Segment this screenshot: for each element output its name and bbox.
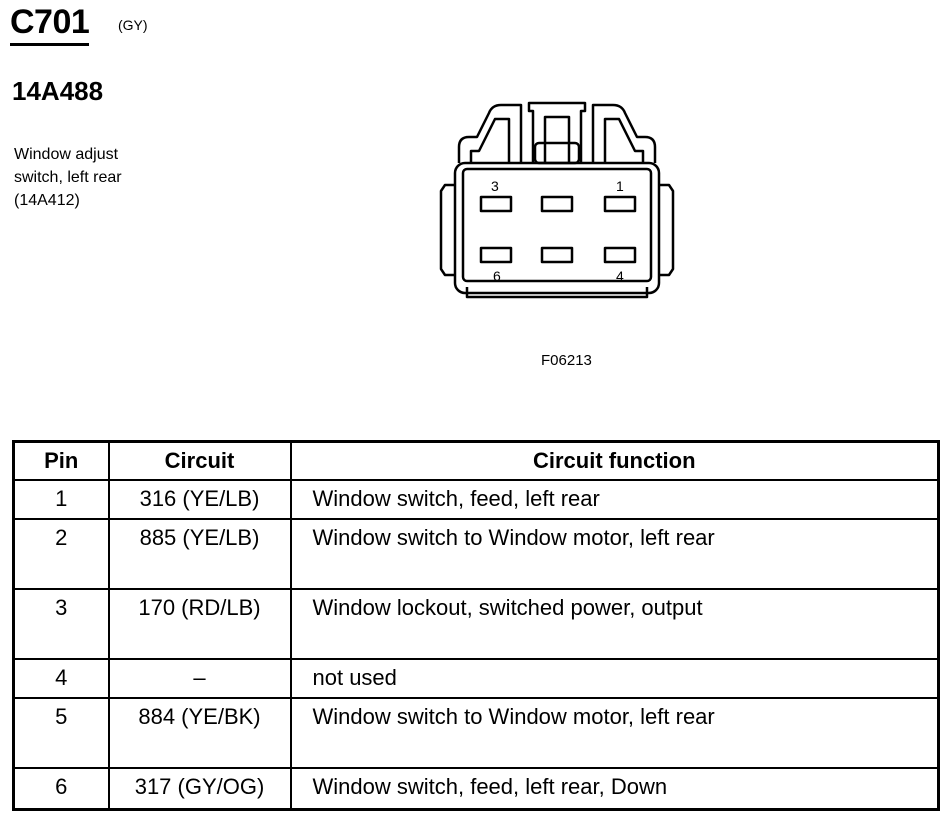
cell-pin: 1 <box>12 479 110 520</box>
center-lock <box>527 101 587 163</box>
description-line: (14A412) <box>14 192 80 209</box>
cell-circuit: 317 (GY/OG) <box>107 767 292 811</box>
cell-circuit: – <box>107 658 292 699</box>
part-number: 14A488 <box>12 76 104 106</box>
right-latch-inner <box>603 117 645 163</box>
cell-function: Window lockout, switched power, output <box>289 588 940 660</box>
center-lock-key <box>533 141 581 165</box>
cell-pin: 4 <box>12 658 110 699</box>
cell-circuit: 170 (RD/LB) <box>107 588 292 660</box>
pin-cavity-5 <box>540 246 574 264</box>
table-row: 2 885 (YE/LB) Window switch to Window mo… <box>12 518 940 590</box>
left-ear <box>439 183 455 277</box>
connector-color-code: (GY) <box>118 17 148 33</box>
center-lock-inner <box>543 115 571 163</box>
table-row: 1 316 (YE/LB) Window switch, feed, left … <box>12 479 940 520</box>
cell-circuit: 885 (YE/LB) <box>107 518 292 590</box>
cell-pin: 6 <box>12 767 110 811</box>
cell-function: Window switch to Window motor, left rear <box>289 697 940 769</box>
pin-label-4: 4 <box>616 268 624 284</box>
description-line: switch, left rear <box>14 169 122 186</box>
right-ear <box>659 183 675 277</box>
cell-circuit: 884 (YE/BK) <box>107 697 292 769</box>
cell-function: Window switch to Window motor, left rear <box>289 518 940 590</box>
cell-pin: 5 <box>12 697 110 769</box>
connector-body-inner <box>461 167 653 283</box>
table-row: 4 – not used <box>12 658 940 699</box>
left-latch-inner <box>469 117 511 163</box>
cell-function: Window switch, feed, left rear <box>289 479 940 520</box>
right-latch <box>591 103 657 163</box>
cell-function: Window switch, feed, left rear, Down <box>289 767 940 811</box>
header-pin: Pin <box>12 440 110 481</box>
pin-cavity-1 <box>603 195 637 213</box>
header-circuit-function: Circuit function <box>289 440 940 481</box>
table-row: 5 884 (YE/BK) Window switch to Window mo… <box>12 697 940 769</box>
figure-code: F06213 <box>541 352 592 369</box>
connector-id: C701 <box>10 2 90 46</box>
pin-cavity-4 <box>603 246 637 264</box>
description-line: Window adjust <box>14 146 119 163</box>
left-latch <box>457 103 523 163</box>
pin-label-6: 6 <box>493 268 501 284</box>
header-circuit: Circuit <box>107 440 292 481</box>
table-row: 6 317 (GY/OG) Window switch, feed, left … <box>12 767 940 811</box>
cell-function: not used <box>289 658 940 699</box>
cell-circuit: 316 (YE/LB) <box>107 479 292 520</box>
pin-cavity-3 <box>479 195 513 213</box>
connector-face-diagram: 3 1 6 4 <box>439 101 675 299</box>
table-header-row: Pin Circuit Circuit function <box>12 440 940 481</box>
pin-table: Pin Circuit Circuit function 1 316 (YE/L… <box>12 440 940 811</box>
connector-body-outer <box>453 161 661 295</box>
pin-label-3: 3 <box>491 178 499 194</box>
pin-cavity-2 <box>540 195 574 213</box>
component-description: Window adjust switch, left rear (14A412) <box>14 143 122 212</box>
cell-pin: 3 <box>12 588 110 660</box>
cell-pin: 2 <box>12 518 110 590</box>
table-row: 3 170 (RD/LB) Window lockout, switched p… <box>12 588 940 660</box>
pin-cavity-6 <box>479 246 513 264</box>
pin-label-1: 1 <box>616 178 624 194</box>
